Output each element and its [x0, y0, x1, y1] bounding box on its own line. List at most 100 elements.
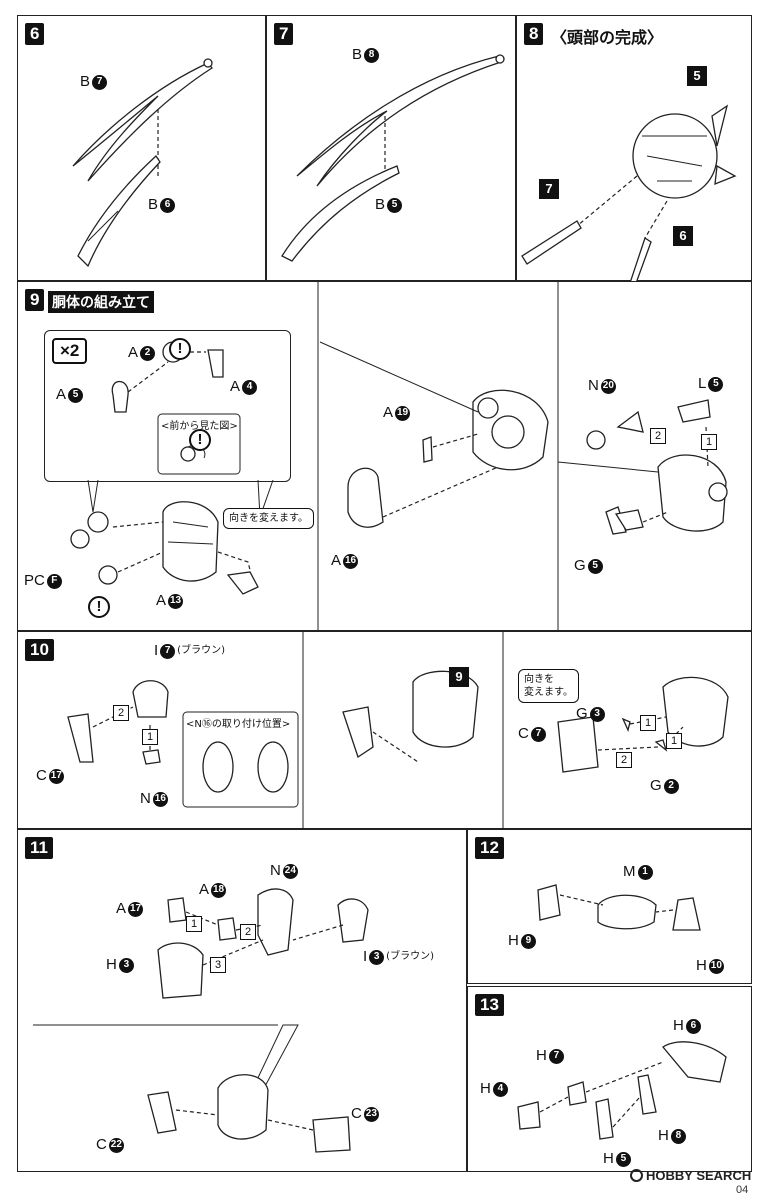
part-number: 23	[363, 1106, 379, 1122]
globe-icon	[630, 1169, 643, 1182]
step-number: 7	[274, 23, 294, 45]
part-letter: N	[140, 790, 151, 807]
part-number: 4	[492, 1081, 508, 1097]
ref-step-7: 7	[539, 179, 559, 199]
part-number: 3	[118, 957, 134, 973]
part-letter: N	[588, 377, 599, 394]
part-number: 8	[364, 47, 380, 63]
page-number: 04	[736, 1184, 749, 1196]
sequence-number: 1	[142, 729, 158, 745]
part-number: 3	[369, 949, 385, 965]
sequence-number: 2	[616, 752, 632, 768]
part-number: 5	[587, 558, 603, 574]
sequence-number: 2	[650, 428, 666, 444]
part-number: 16	[343, 553, 359, 569]
part-letter: A	[230, 378, 241, 395]
step-9-panel: 9 胴体の組み立て ×2	[17, 281, 752, 632]
part-letter: H	[536, 1047, 547, 1064]
sequence-number: 1	[666, 733, 682, 749]
part-number: 6	[160, 197, 176, 213]
part-number: 18	[211, 882, 227, 898]
part-number: 17	[48, 768, 64, 784]
front-view-label: <前から見た図>	[161, 421, 238, 432]
part-number: 8	[670, 1128, 686, 1144]
part-number: 10	[708, 958, 724, 974]
part-letter: A	[383, 404, 394, 421]
part-number: 19	[395, 405, 411, 421]
step-number: 13	[475, 994, 504, 1016]
turn-direction-note: 向きを変えます。	[223, 508, 314, 529]
part-letter: H	[480, 1080, 491, 1097]
part-number: F	[46, 573, 62, 589]
step-number: 9	[25, 289, 45, 311]
step-title: 〈頭部の完成〉	[551, 28, 664, 47]
ref-step-6: 6	[673, 226, 693, 246]
part-b7-drawing	[72, 58, 213, 268]
sequence-number: 2	[113, 705, 129, 721]
part-number: 5	[387, 197, 403, 213]
part-letter: H	[696, 957, 707, 974]
part-letter: A	[156, 592, 167, 609]
part-letter: B	[352, 46, 363, 63]
step-number: 10	[25, 639, 54, 661]
warning-icon: !	[88, 596, 110, 618]
part-letter: A	[199, 881, 210, 898]
sequence-number: 1	[640, 715, 656, 731]
warning-icon: !	[189, 429, 211, 451]
foot-assembly-drawing	[537, 884, 701, 931]
part-letter: C	[518, 725, 529, 742]
part-number: 2	[140, 345, 156, 361]
part-letter: G	[574, 557, 586, 574]
step-number: 6	[25, 23, 45, 45]
part-number: 24	[282, 863, 298, 879]
step-number: 8	[524, 23, 544, 45]
inset-box	[44, 330, 291, 482]
part-number: 2	[663, 778, 679, 794]
sequence-number: 3	[210, 957, 226, 973]
part-letter: C	[36, 767, 47, 784]
part-number: 7	[160, 643, 176, 659]
step-number: 11	[25, 837, 53, 859]
sequence-number: 1	[701, 434, 717, 450]
arm-assembly-drawing	[67, 632, 729, 830]
part-number: 7	[92, 74, 108, 90]
part-letter: A	[331, 552, 342, 569]
part-letter: H	[508, 932, 519, 949]
part-number: 5	[708, 376, 724, 392]
part-number: 7	[548, 1048, 564, 1064]
part-letter: A	[116, 900, 127, 917]
step-8-panel: 8 〈頭部の完成〉 5 7 6	[516, 15, 752, 287]
leg-assembly-drawing	[33, 888, 369, 1153]
step-7-panel: 7 B 8 B 5	[266, 15, 516, 281]
part-number: 6	[685, 1018, 701, 1034]
watermark-text: HOBBY SEARCH	[646, 1168, 752, 1183]
part-letter: G	[576, 705, 588, 722]
part-number: 22	[108, 1137, 124, 1153]
part-number: 5	[68, 387, 84, 403]
